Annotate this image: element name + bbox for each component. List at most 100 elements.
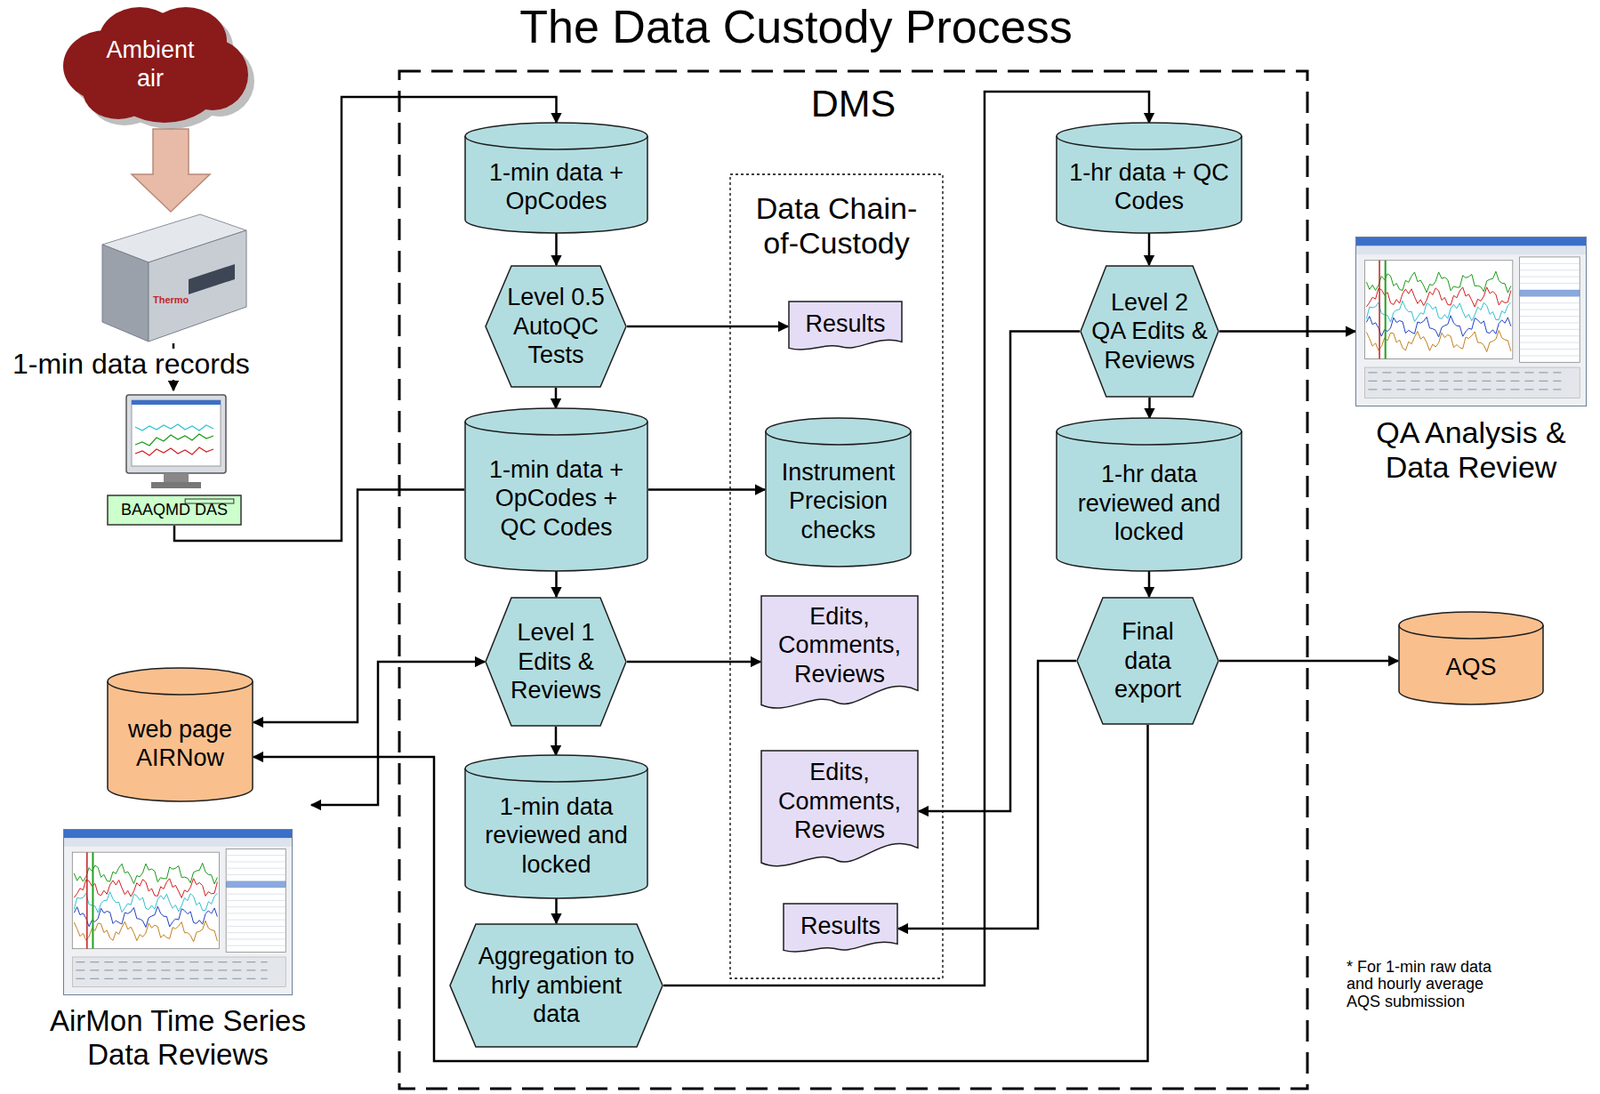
cylinder-body — [1056, 122, 1242, 234]
list-panel — [225, 848, 286, 952]
marker-bar — [1378, 260, 1381, 360]
database-cylinder: Instrument Precision checks — [764, 418, 912, 567]
document-outline — [788, 301, 902, 350]
node-outline — [1355, 236, 1587, 407]
list-panel — [1519, 257, 1581, 362]
list-row — [1519, 282, 1581, 284]
marker-bar — [1384, 260, 1387, 360]
node-text: Results — [795, 911, 885, 941]
node-text: Level 1 Edits & Reviews — [495, 618, 617, 705]
list-row — [225, 906, 286, 908]
node-text: Final data export — [1099, 617, 1198, 704]
list-row — [225, 860, 286, 862]
list-row — [225, 854, 286, 856]
cylinder-rim — [1398, 625, 1544, 639]
connector-arrow — [627, 325, 788, 329]
cylinder-body — [465, 755, 648, 899]
node-text: 1-hr data reviewed and locked — [1069, 459, 1230, 547]
output-database: web page AIRNow — [106, 667, 254, 802]
list-row — [1519, 354, 1581, 356]
cylinder-rim — [465, 136, 648, 150]
window-frame — [64, 829, 293, 996]
instrument-display — [188, 264, 235, 295]
list-row — [225, 893, 286, 895]
system-boundary: DMS1-min data + OpCodesLevel 0.5 AutoQC … — [397, 69, 1310, 1091]
list-selection — [1519, 289, 1581, 297]
document-outline — [761, 595, 918, 708]
cylinder-rim — [465, 768, 648, 782]
node-text: web page AIRNow — [120, 715, 241, 773]
node-text: Edits, Comments, Reviews — [773, 602, 906, 689]
connector-arrow — [253, 724, 1149, 1062]
node-text: Ambient air — [101, 35, 200, 94]
list-row — [225, 945, 286, 947]
connector-arrow — [898, 660, 1077, 929]
list-row — [1519, 315, 1581, 317]
control-row — [1367, 371, 1561, 373]
screenshot-window: QA Analysis & Data Review — [1355, 236, 1587, 504]
monitor-screen — [131, 400, 221, 467]
document-outline — [783, 903, 898, 952]
hexagon-outline — [450, 924, 663, 1047]
cylinder-body — [465, 122, 648, 234]
list-row — [1519, 302, 1581, 304]
connector-arrow — [1148, 397, 1151, 419]
data-trace — [1366, 271, 1511, 293]
process-hexagon: Aggregation to hrly ambient data — [449, 923, 664, 1048]
list-row — [225, 900, 286, 901]
node-text: QA Analysis & Data Review — [1375, 415, 1567, 485]
monitor-trace — [135, 434, 214, 446]
node-text: AQS — [1411, 652, 1531, 682]
data-trace — [1366, 300, 1511, 322]
cylinder-rim — [1056, 136, 1242, 150]
connector-arrow — [627, 660, 761, 664]
database-cylinder: 1-hr data reviewed and locked — [1055, 418, 1243, 571]
data-trace — [73, 920, 218, 942]
connector-arrow — [1219, 659, 1399, 663]
cylinder-body — [1398, 611, 1544, 705]
process-hexagon: Final data export — [1076, 596, 1220, 725]
flow-arrow — [131, 128, 210, 212]
connector-arrow — [1148, 570, 1151, 597]
analyzer-instrument — [102, 214, 247, 342]
custody-group: Data Chain-of-CustodyResultsInstrument P… — [729, 173, 944, 980]
marker-bar — [86, 852, 89, 949]
node-text: Level 0.5 AutoQC Tests — [495, 282, 617, 370]
cloud-body — [63, 7, 249, 123]
database-cylinder: 1-min data + OpCodes — [464, 122, 649, 234]
list-row — [1519, 269, 1581, 271]
cylinder-body — [465, 408, 648, 571]
hexagon-outline — [485, 597, 627, 726]
hexagon-outline — [1080, 265, 1219, 397]
cylinder-rim — [465, 421, 648, 435]
document-outline — [761, 750, 918, 867]
window-menubar — [1356, 246, 1586, 256]
control-row — [1367, 388, 1561, 390]
node-text: Instrument Precision checks — [778, 458, 899, 545]
monitor-trace — [135, 424, 214, 431]
node-text: Aggregation to hrly ambient data — [476, 941, 637, 1029]
marker-bar — [91, 852, 94, 949]
process-hexagon: Level 0.5 AutoQC Tests — [484, 265, 628, 388]
node-text: DMS — [410, 81, 1296, 126]
list-row — [225, 912, 286, 914]
connector-arrow — [554, 898, 558, 924]
list-row — [225, 932, 286, 933]
controls-panel — [72, 956, 286, 988]
process-hexagon: Level 1 Edits & Reviews — [484, 596, 628, 727]
document-shape: Results — [787, 300, 903, 353]
list-row — [225, 874, 286, 876]
node-text: Edits, Comments, Reviews — [773, 757, 906, 845]
output-database: AQS — [1398, 611, 1544, 705]
plot-area — [72, 852, 219, 949]
cylinder-body — [765, 418, 911, 567]
connector-arrow — [554, 570, 558, 597]
window-menubar — [64, 837, 292, 846]
window-titlebar — [1356, 237, 1586, 247]
list-row — [225, 925, 286, 927]
data-trace — [73, 892, 218, 913]
window-titlebar — [64, 829, 292, 838]
monitor-base — [151, 482, 202, 489]
list-row — [1519, 263, 1581, 265]
